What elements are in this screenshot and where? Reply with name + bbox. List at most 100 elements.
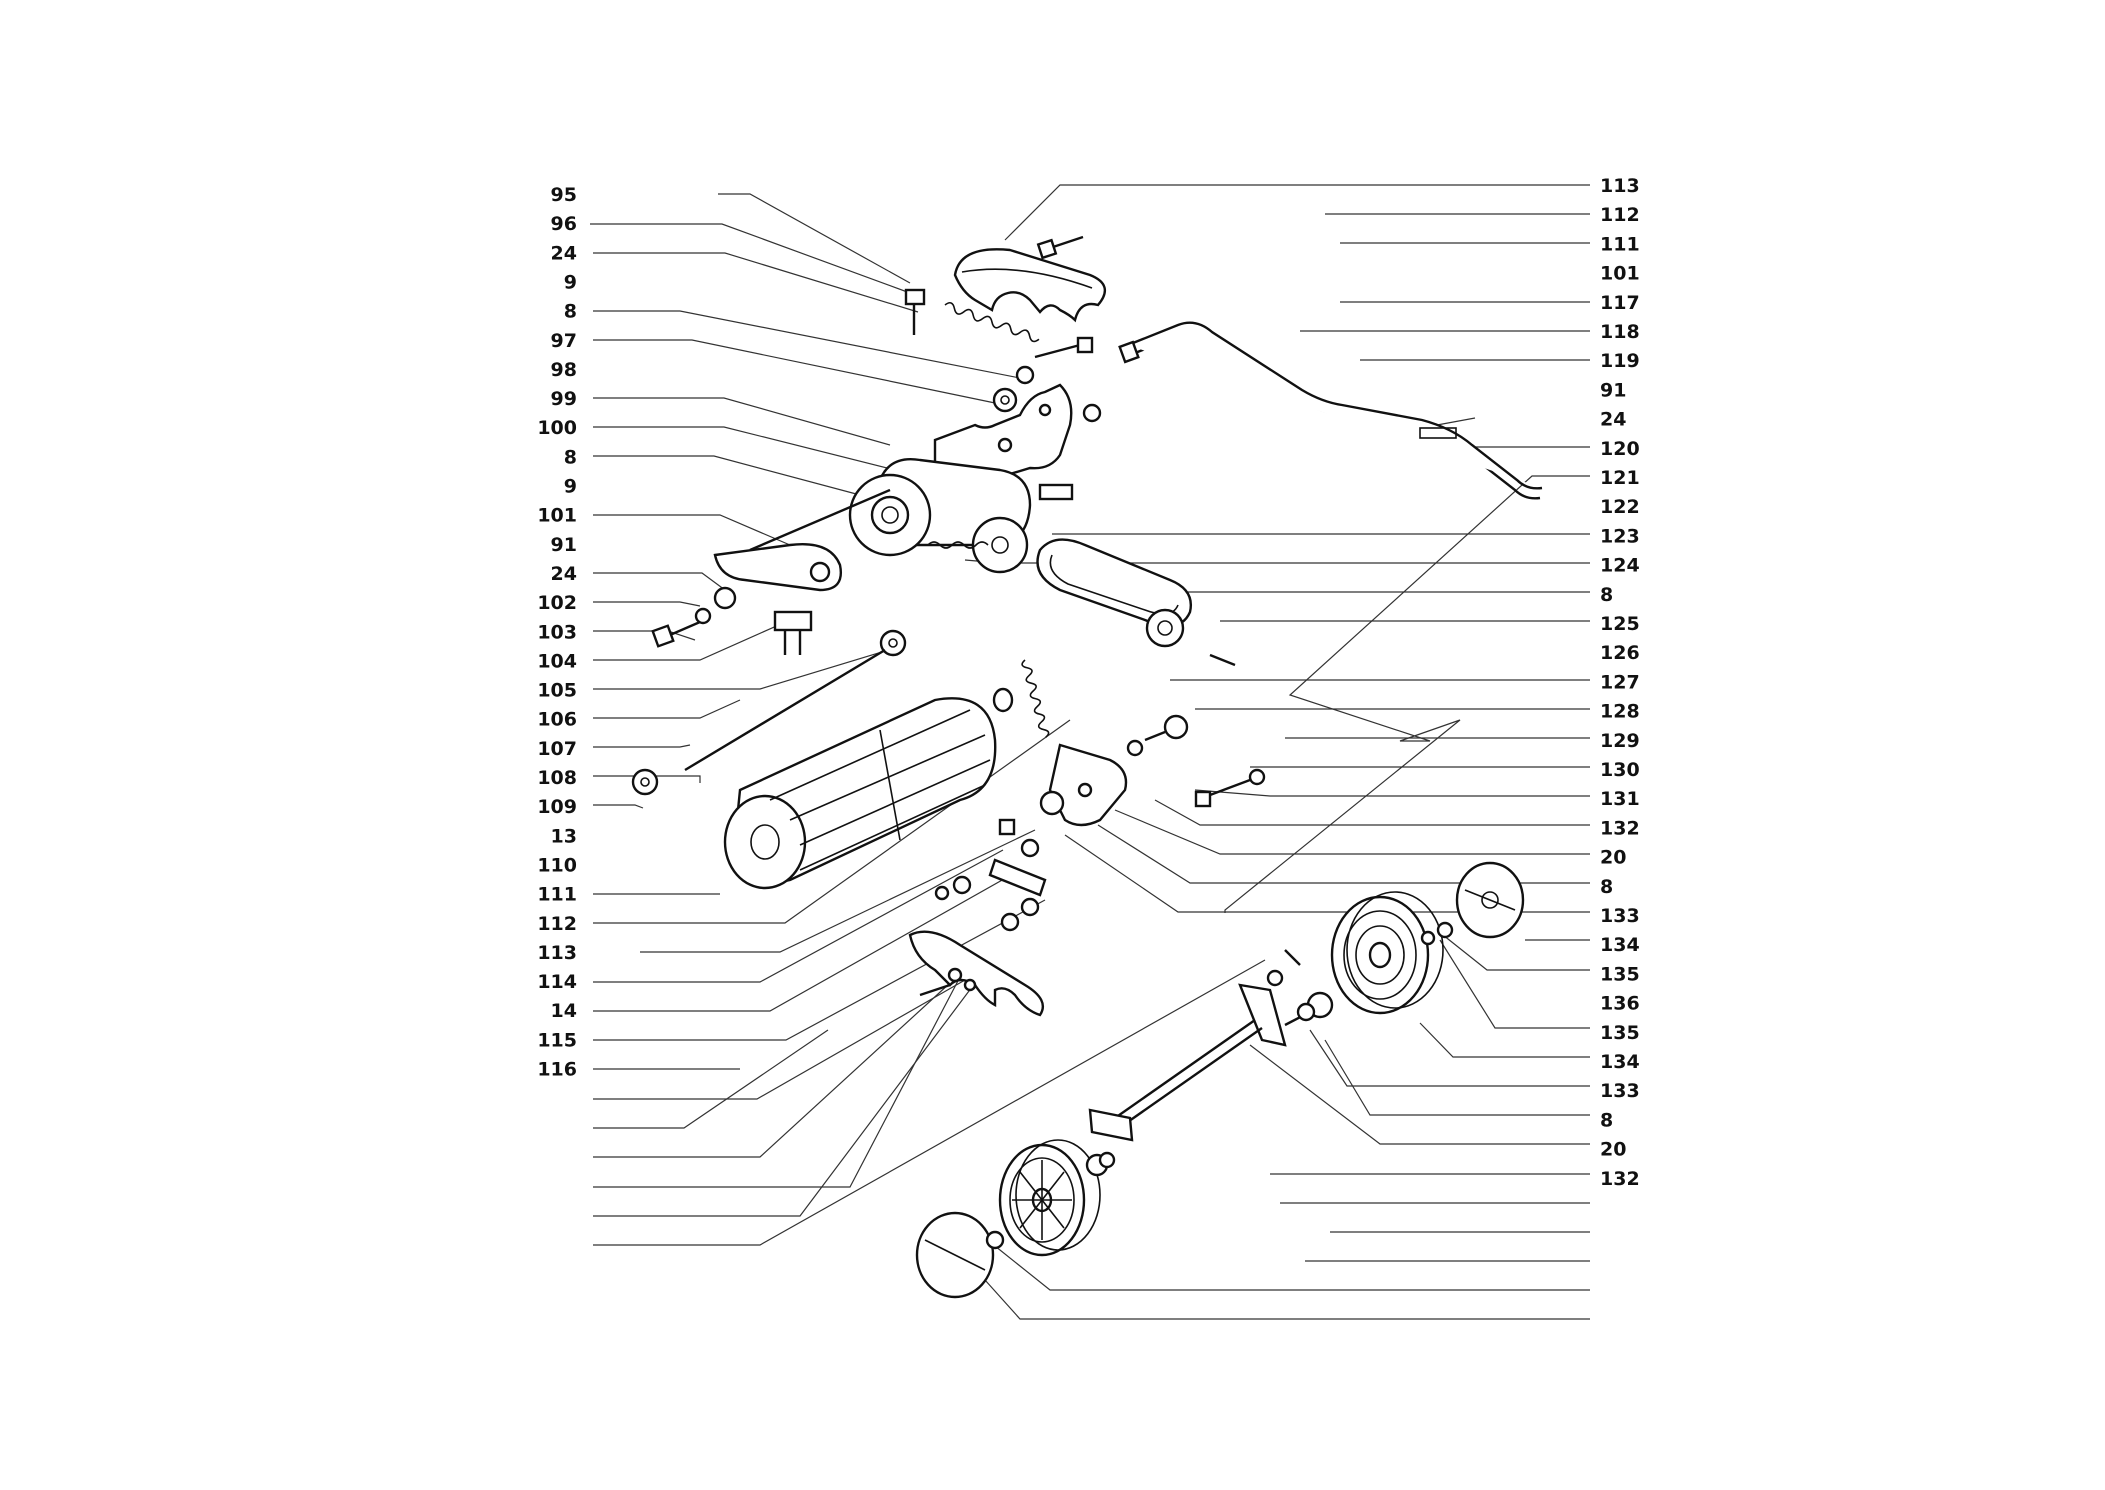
bolt-left-part [651,620,701,648]
top-cover-part [953,248,1107,323]
callout-label: 133 [1600,905,1640,927]
callout-label: 24 [1600,409,1626,431]
handle-bar-part [1118,321,1543,500]
lever-arm-part [713,488,891,592]
callout-label: 24 [551,563,577,585]
callout-label: 114 [537,971,577,993]
callout-label: 24 [551,242,577,264]
callout-label: 111 [537,884,577,906]
roller-drum-part [723,687,1014,890]
washer-left-part [713,586,737,610]
callout-label: 110 [537,854,577,876]
callout-label: 118 [1600,321,1640,343]
callout-label: 20 [1600,1139,1626,1161]
callout-label: 128 [1600,701,1640,723]
callout-label: 106 [537,709,577,731]
callout-label: 91 [1600,379,1626,401]
callout-label: 8 [1600,876,1613,898]
wheel-right-part [1330,891,1444,1015]
callout-label: 112 [537,913,577,935]
washer-small-part [1020,838,1040,858]
pin-part [1209,653,1236,667]
spring-washer-left-part [694,607,712,625]
left-leader-lines [590,193,1266,1246]
drive-belt-part [1036,538,1192,648]
callout-label: 105 [537,680,577,702]
callout-label: 134 [1600,1051,1640,1073]
callout-label: 134 [1600,934,1640,956]
callout-label: 98 [551,359,577,381]
callout-label: 117 [1600,292,1640,314]
adjuster-plate-part [1048,714,1266,827]
callout-label: 113 [537,942,577,964]
callout-label: 120 [1600,438,1640,460]
callout-label: 125 [1600,613,1640,635]
bush-block-part [1038,483,1074,501]
link-arm-part [988,858,1047,897]
callout-label: 124 [1600,555,1640,577]
washer-roller-left-part [631,768,659,796]
callout-label: 97 [551,330,577,352]
callout-label: 109 [537,796,577,818]
callout-label: 9 [564,476,577,498]
callout-label: 103 [537,621,577,643]
hub-cap-right-part [1455,861,1525,939]
split-pin-part [1284,949,1301,966]
callout-label: 126 [1600,642,1640,664]
callout-label: 14 [551,1000,577,1022]
lower-cover-part [908,930,1045,1017]
left-callout-labels: 9596249897989910089101912410210310410510… [537,184,577,1081]
callout-label: 116 [537,1059,577,1081]
callout-label: 135 [1600,963,1640,985]
callout-label: 13 [551,825,577,847]
nut-right-wheel-part [1436,921,1454,939]
callout-label: 9 [564,271,577,293]
washer-mid-part [1039,790,1065,816]
callout-label: 132 [1600,817,1640,839]
callout-label: 115 [537,1029,577,1051]
callout-label: 100 [537,417,577,439]
roller-shaft-part [684,648,886,772]
spring-top-part [904,288,1040,343]
nut-top-part [1015,365,1035,385]
callout-label: 113 [1600,175,1640,197]
nut-left-wheel-part [985,1230,1005,1250]
callout-label: 112 [1600,204,1640,226]
callout-label: 119 [1600,350,1640,372]
hub-cap-left-part [915,1211,995,1299]
callout-label: 101 [1600,263,1640,285]
callout-label: 122 [1600,496,1640,518]
callout-label: 91 [551,534,577,556]
callout-label: 130 [1600,759,1640,781]
chain-drive-part [848,458,1032,574]
callout-label: 108 [537,767,577,789]
callout-label: 132 [1600,1168,1640,1190]
callout-label: 104 [537,650,577,672]
callout-label: 127 [1600,671,1640,693]
callout-label: 123 [1600,525,1640,547]
axle-part [1088,983,1334,1142]
callout-label: 8 [564,446,577,468]
callout-label: 121 [1600,467,1640,489]
bolt-top-part [1036,235,1084,260]
bush-block-left-part [773,610,813,632]
washer-top-part [992,387,1018,413]
callout-label: 95 [551,184,577,206]
callout-label: 136 [1600,993,1640,1015]
callout-label: 8 [1600,584,1613,606]
callout-label: 99 [551,388,577,410]
bush-upper-part [1082,403,1102,423]
wheel-left-part [998,1139,1116,1257]
callout-label: 102 [537,592,577,614]
callout-label: 8 [564,301,577,323]
parts-drawing [631,235,1543,1299]
callout-label: 20 [1600,847,1626,869]
right-callout-labels: 1131121111011171181199124120121122123124… [1600,175,1640,1190]
callout-label: 131 [1600,788,1640,810]
callout-label: 96 [551,213,577,235]
callout-label: 8 [1600,1109,1613,1131]
callout-label: 129 [1600,730,1640,752]
callout-label: 133 [1600,1080,1640,1102]
bolt-upper-part [1034,336,1094,359]
